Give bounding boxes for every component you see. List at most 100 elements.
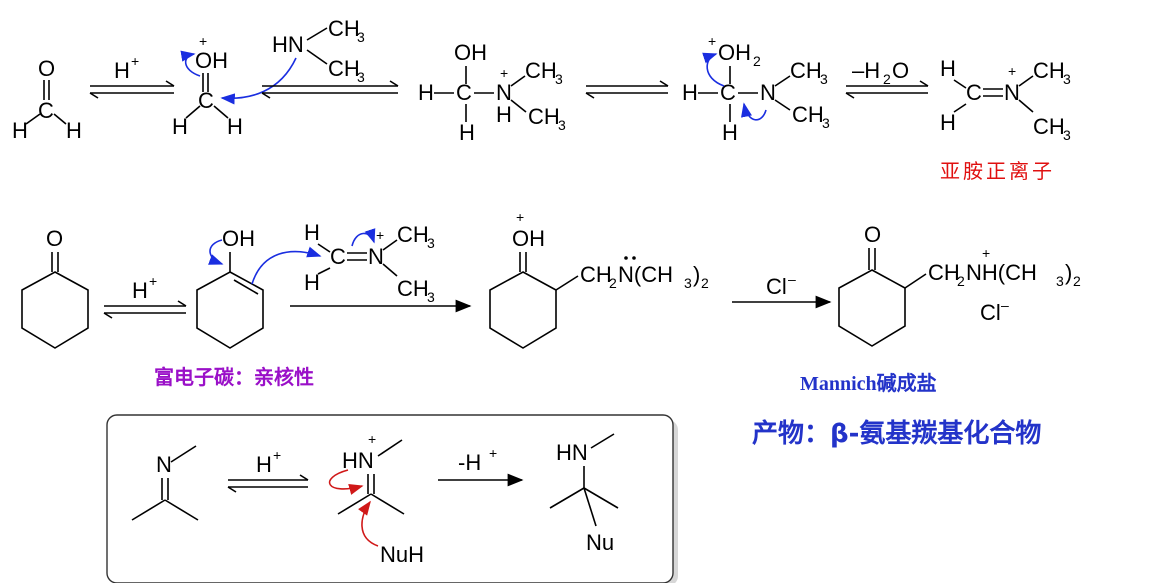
svg-text:H: H (940, 56, 956, 81)
svg-text:3: 3 (427, 235, 435, 251)
dimethylamine: HN CH 3 CH 3 (220, 16, 365, 105)
curved-arrow-red-1 (328, 469, 364, 495)
svg-text:N: N (1004, 80, 1020, 105)
svg-text:2: 2 (753, 53, 761, 69)
svg-text:3: 3 (558, 117, 566, 133)
svg-text:HN: HN (342, 448, 374, 473)
svg-text:-H: -H (458, 450, 481, 475)
svg-text:H: H (940, 110, 956, 135)
svg-text:H: H (132, 278, 148, 303)
svg-text:HN: HN (556, 440, 588, 465)
equilibrium-arrow-1: H + (89, 53, 175, 99)
iminium-reagent: H C H + N CH 3 CH 3 (304, 220, 435, 305)
svg-text:): ) (693, 262, 700, 287)
mannich-base-salt: O CH 2 + NH(CH 3 ) 2 Cl – (838, 222, 1081, 347)
svg-text:2: 2 (701, 275, 709, 291)
svg-text:H: H (66, 118, 82, 143)
svg-text:H: H (418, 80, 434, 105)
forward-arrow-3: -H + (438, 445, 524, 487)
svg-text:Cl: Cl (980, 300, 1001, 325)
iminium-ion-label: 亚胺正离子 (940, 159, 1055, 183)
curved-arrow-protonation (180, 50, 201, 77)
svg-text:H: H (172, 114, 188, 139)
svg-text:CH: CH (397, 222, 429, 247)
svg-text:3: 3 (1063, 71, 1071, 87)
svg-text:O: O (46, 226, 63, 251)
oxonium-intermediate: + OH 2 H C H N CH 3 CH 3 (682, 33, 830, 145)
svg-text:OH: OH (512, 226, 545, 251)
curved-arrow-n-lone-pair (741, 102, 767, 121)
equilibrium-arrow-6: H + (227, 447, 309, 493)
svg-text:+: + (273, 447, 281, 463)
svg-text:C: C (330, 244, 346, 269)
svg-text:C: C (38, 98, 54, 123)
equilibrium-arrow-5: H + (103, 273, 187, 319)
general-product: HN Nu (549, 433, 619, 555)
svg-text:H: H (459, 120, 475, 145)
svg-text:H: H (304, 220, 320, 245)
svg-text:CH: CH (580, 262, 612, 287)
svg-text:–: – (1001, 297, 1009, 313)
svg-text:HN: HN (272, 32, 304, 57)
svg-text:CH: CH (928, 260, 960, 285)
svg-text:H: H (227, 114, 243, 139)
curved-arrow-amine-attack (220, 57, 297, 105)
svg-text:3: 3 (1056, 273, 1064, 289)
svg-text:H: H (12, 118, 28, 143)
cyclohexanone: O (21, 226, 89, 349)
protonated-formaldehyde: + OH C H H (172, 33, 243, 139)
svg-text:CH: CH (792, 102, 824, 127)
svg-text:+: + (131, 53, 139, 69)
curved-arrow-enol-attack (251, 246, 322, 285)
general-mechanism-box: N H + + HN NuH (106, 414, 678, 583)
svg-text:CH: CH (790, 58, 822, 83)
svg-text:CH: CH (328, 16, 360, 41)
equilibrium-arrow-3 (585, 80, 669, 99)
svg-text:NH(CH: NH(CH (966, 260, 1037, 285)
svg-text:3: 3 (684, 275, 692, 291)
nucleophilic-carbon-label: 富电子碳：亲核性 (154, 365, 314, 389)
equilibrium-arrow-2 (261, 80, 399, 99)
imine: N (131, 445, 199, 521)
svg-text:3: 3 (357, 69, 365, 85)
mannich-salt-label: Mannich碱成盐 (800, 371, 937, 395)
protonated-mannich-adduct: + OH CH 2 N(CH 3 ) 2 (489, 209, 709, 349)
svg-text:3: 3 (820, 71, 828, 87)
iminium-ion: H C H + N CH 3 CH 3 (940, 56, 1071, 143)
curved-arrow-enol-oh (208, 239, 224, 265)
svg-text:OH: OH (195, 48, 228, 73)
svg-text:C: C (456, 80, 472, 105)
enol: OH (196, 226, 322, 349)
formaldehyde: O C H H (12, 56, 82, 143)
svg-text:CH: CH (328, 56, 360, 81)
svg-text:3: 3 (1063, 127, 1071, 143)
svg-text:+: + (199, 33, 207, 49)
svg-text:2: 2 (1073, 273, 1081, 289)
svg-text:CH: CH (525, 58, 557, 83)
svg-text:H: H (496, 102, 512, 127)
svg-text:O: O (864, 222, 881, 247)
svg-text:+: + (376, 227, 384, 243)
svg-text:+: + (1008, 63, 1016, 79)
carbinolamine-intermediate: OH H C H + N H CH 3 CH 3 (418, 40, 566, 145)
svg-text:+: + (516, 209, 524, 225)
curved-arrow-pi-to-n (351, 228, 376, 247)
svg-text:+: + (708, 33, 716, 49)
svg-text:N: N (368, 244, 384, 269)
svg-text:H: H (722, 120, 738, 145)
curved-arrow-water-leaving (702, 52, 725, 87)
svg-text:C: C (198, 88, 214, 113)
svg-text:H: H (304, 270, 320, 295)
product-class-label: 产物：β-氨基羰基化合物 (752, 418, 1041, 449)
svg-text:OH: OH (718, 40, 751, 65)
svg-text:N: N (496, 80, 512, 105)
svg-text:CH: CH (1033, 114, 1065, 139)
svg-text:+: + (489, 445, 497, 461)
general-iminium: + HN NuH (328, 431, 424, 567)
svg-text:N: N (156, 452, 172, 477)
equilibrium-arrow-4: –H 2 O (845, 58, 929, 99)
curved-arrow-red-2 (358, 500, 379, 547)
svg-text:C: C (966, 80, 982, 105)
svg-text:O: O (38, 56, 55, 81)
